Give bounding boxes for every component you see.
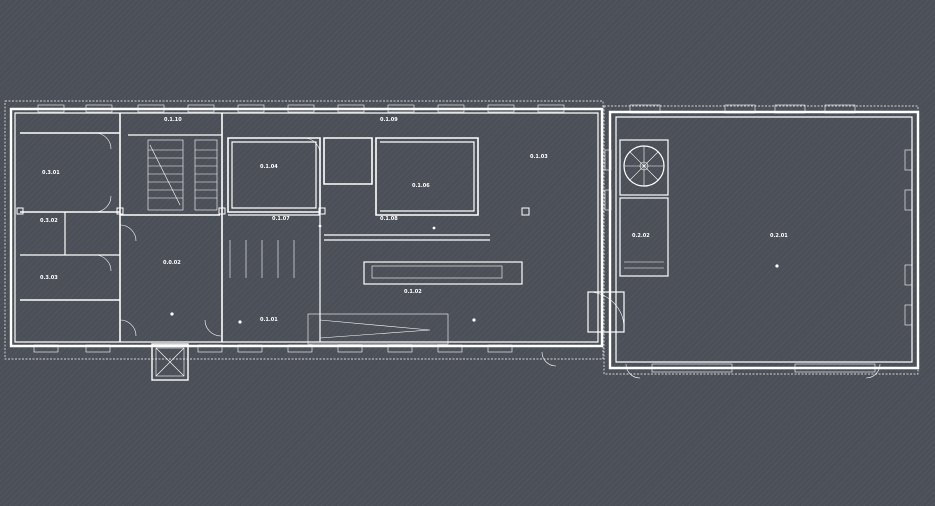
windows-bottom — [33, 344, 876, 373]
room-number: 0.1.01 — [260, 317, 278, 323]
room-label-0106: 0.1.06 — [412, 183, 430, 189]
room-number: 0.2.01 — [770, 233, 788, 239]
spiral-staircase — [619, 139, 669, 196]
room-number: 0.1.04 — [260, 164, 278, 170]
room-number: 0.1.02 — [404, 289, 422, 295]
room-label-0110: 0.1.10 — [164, 117, 182, 123]
room-label-0108: 0.1.08 — [380, 216, 398, 222]
columns — [16, 207, 530, 216]
room-label-0107: 0.1.07 — [272, 216, 290, 222]
room-label-0201: 0.2.01 — [770, 233, 788, 239]
exterior-walls-right — [608, 110, 920, 370]
room-number: 0.3.01 — [42, 170, 60, 176]
room-label-0109: 0.1.09 — [380, 117, 398, 123]
room-label-0303: 0.3.03 — [40, 275, 58, 281]
room-label-0102: 0.1.02 — [404, 289, 422, 295]
room-number: 0.0.02 — [163, 260, 181, 266]
room-number: 0.1.03 — [530, 154, 548, 160]
room-label-0301: 0.3.01 — [42, 170, 60, 176]
room-label-0302: 0.3.02 — [40, 218, 58, 224]
room-label-0103: 0.1.03 — [530, 154, 548, 160]
room-number: 0.3.03 — [40, 275, 58, 281]
windows-side — [604, 149, 913, 326]
room-number: 0.1.10 — [164, 117, 182, 123]
windows-top — [37, 104, 856, 114]
door-swings — [94, 132, 881, 379]
room-label-0101: 0.1.01 — [260, 317, 278, 323]
stage-area — [229, 240, 523, 345]
room-number: 0.1.08 — [380, 216, 398, 222]
interior-walls — [20, 113, 490, 342]
entrance-box — [151, 343, 189, 381]
room-number: 0.1.06 — [412, 183, 430, 189]
room-number: 0.1.07 — [272, 216, 290, 222]
staircase-north — [147, 139, 218, 211]
room-label-0002: 0.0.02 — [163, 260, 181, 266]
exterior-walls-left — [9, 107, 604, 348]
room-label-0202: 0.2.02 — [632, 233, 650, 239]
room-number: 0.3.02 — [40, 218, 58, 224]
room-label-0104: 0.1.04 — [260, 164, 278, 170]
porch-door — [587, 291, 625, 333]
markers — [170, 224, 779, 324]
building-boundary-right — [603, 105, 919, 375]
room-number: 0.2.02 — [632, 233, 650, 239]
room-0202-walls — [619, 197, 669, 277]
building-boundary-left — [4, 100, 604, 360]
room-number: 0.1.09 — [380, 117, 398, 123]
